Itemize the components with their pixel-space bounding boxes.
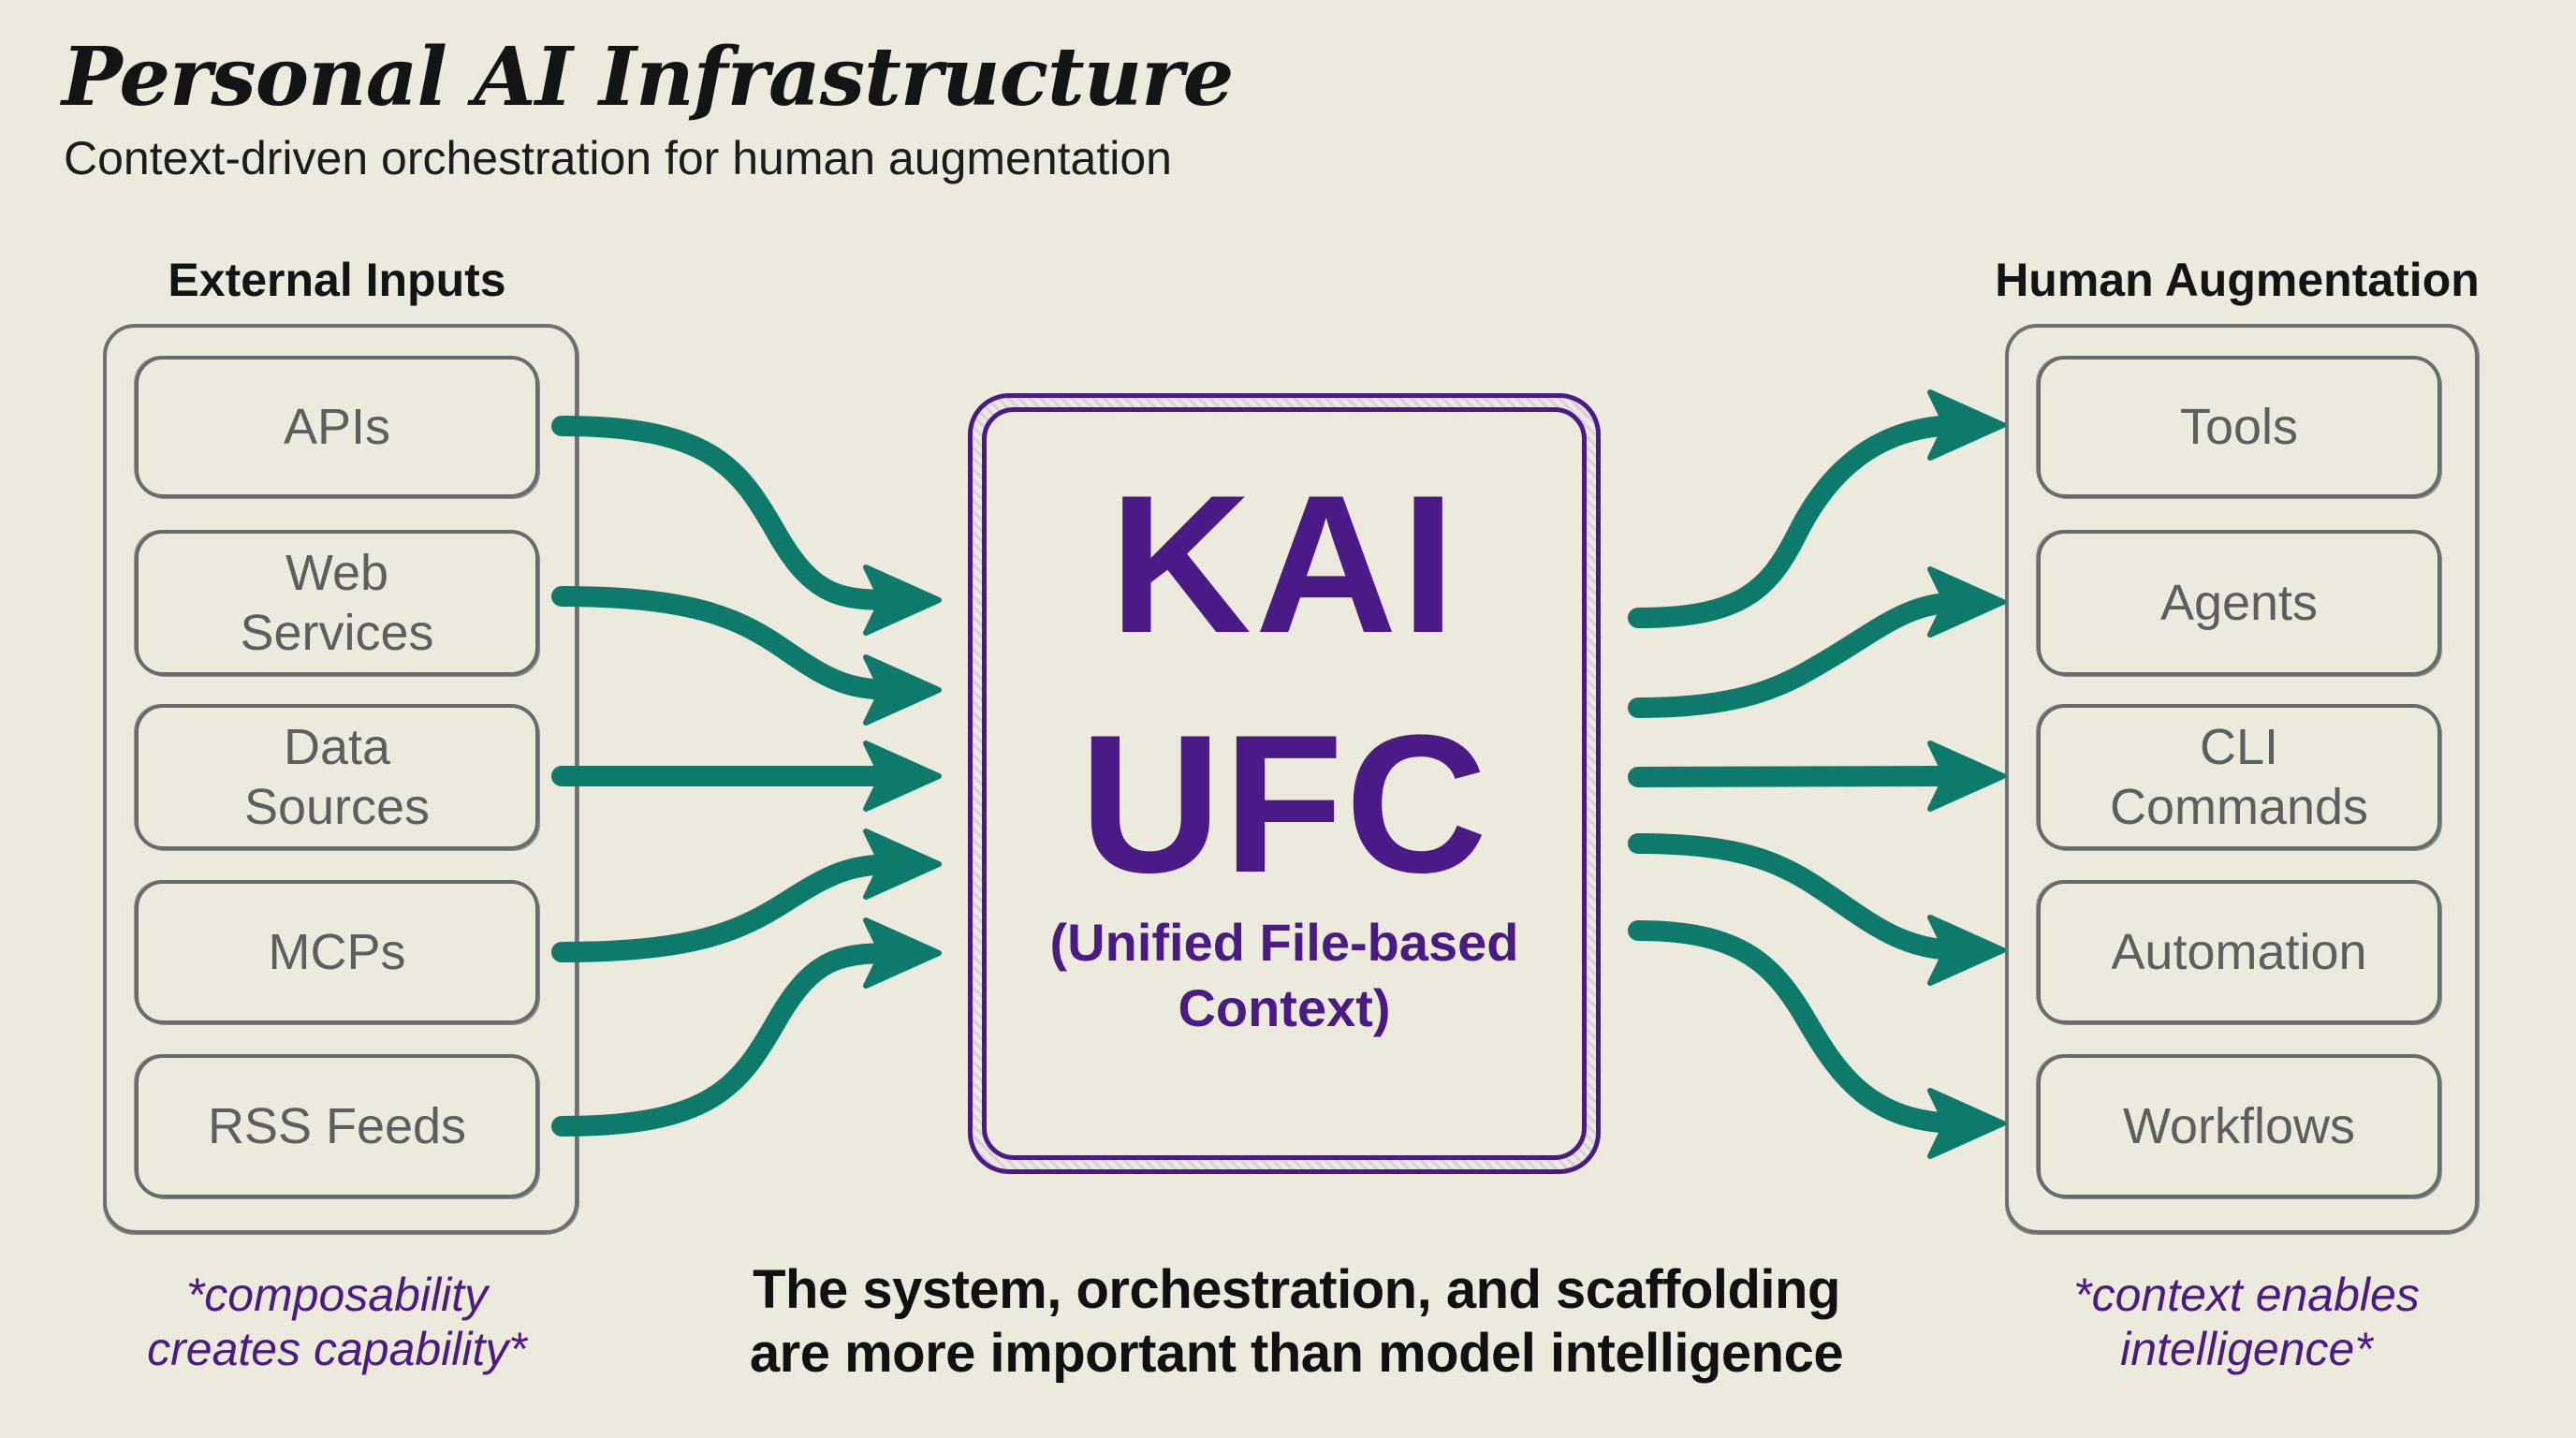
arrow-shaft bbox=[551, 416, 909, 610]
outputs-footnote: *context enables intelligence* bbox=[2073, 1269, 2420, 1375]
arrow-shaft bbox=[1628, 766, 1971, 787]
page-subtitle: Context-driven orchestration for human a… bbox=[64, 132, 1172, 184]
output-item-cli-commands: CLI Commands bbox=[2037, 704, 2441, 850]
arrow-head-icon bbox=[863, 565, 942, 636]
input-arrow-apis bbox=[551, 416, 942, 636]
output-arrow-tools bbox=[1628, 389, 2006, 628]
arrow-shaft bbox=[551, 854, 909, 962]
kai-ufc-core-inner: KAI UFC (Unified File-based Context) bbox=[982, 407, 1587, 1160]
arrow-head-icon bbox=[1927, 389, 2006, 461]
arrow-head-icon bbox=[1927, 566, 2006, 638]
arrow-head-icon bbox=[863, 917, 942, 989]
output-arrow-automation bbox=[1628, 833, 2006, 986]
output-arrow-workflows bbox=[1628, 920, 2006, 1159]
arrow-shaft bbox=[1628, 592, 1971, 718]
core-title-ufc: UFC bbox=[1079, 694, 1489, 914]
output-item-workflows: Workflows bbox=[2037, 1054, 2441, 1198]
arrow-head-icon bbox=[1927, 915, 2006, 986]
input-arrow-web-services bbox=[551, 586, 942, 726]
page-title: Personal AI Infrastructure bbox=[62, 30, 1234, 125]
arrow-head-icon bbox=[863, 654, 942, 726]
arrow-shaft bbox=[1628, 415, 1971, 628]
output-arrow-cli-commands bbox=[1628, 741, 2006, 812]
arrow-head-icon bbox=[863, 741, 942, 812]
inputs-footnote: *composability creates capability* bbox=[147, 1269, 527, 1375]
arrow-shaft bbox=[1628, 833, 1971, 961]
inputs-panel-title: External Inputs bbox=[168, 254, 506, 306]
outputs-panel-title: Human Augmentation bbox=[1995, 254, 2480, 306]
input-item-data-sources: Data Sources bbox=[135, 704, 539, 850]
input-item-apis: APIs bbox=[135, 356, 539, 498]
input-arrow-mcps bbox=[551, 829, 942, 962]
tagline: The system, orchestration, and scaffoldi… bbox=[749, 1259, 1844, 1384]
arrow-shaft bbox=[1628, 920, 1971, 1134]
input-arrow-data-sources bbox=[551, 741, 942, 812]
output-item-automation: Automation bbox=[2037, 880, 2441, 1024]
input-item-mcps: MCPs bbox=[135, 880, 539, 1024]
arrow-head-icon bbox=[863, 829, 942, 900]
output-arrow-agents bbox=[1628, 566, 2006, 718]
outputs-panel bbox=[2005, 324, 2479, 1234]
arrow-shaft bbox=[551, 586, 909, 700]
arrow-head-icon bbox=[1927, 1088, 2006, 1159]
input-item-rss-feeds: RSS Feeds bbox=[135, 1054, 539, 1198]
arrow-head-icon bbox=[1927, 741, 2006, 812]
core-subtitle: (Unified File-based Context) bbox=[1049, 913, 1519, 1037]
output-item-agents: Agents bbox=[2037, 530, 2441, 676]
output-item-tools: Tools bbox=[2037, 356, 2441, 498]
input-arrow-rss-feeds bbox=[551, 917, 942, 1137]
arrow-shaft bbox=[551, 943, 909, 1137]
kai-ufc-core-box: KAI UFC (Unified File-based Context) bbox=[968, 393, 1601, 1174]
input-item-web-services: Web Services bbox=[135, 530, 539, 676]
core-title-kai: KAI bbox=[1109, 454, 1459, 674]
